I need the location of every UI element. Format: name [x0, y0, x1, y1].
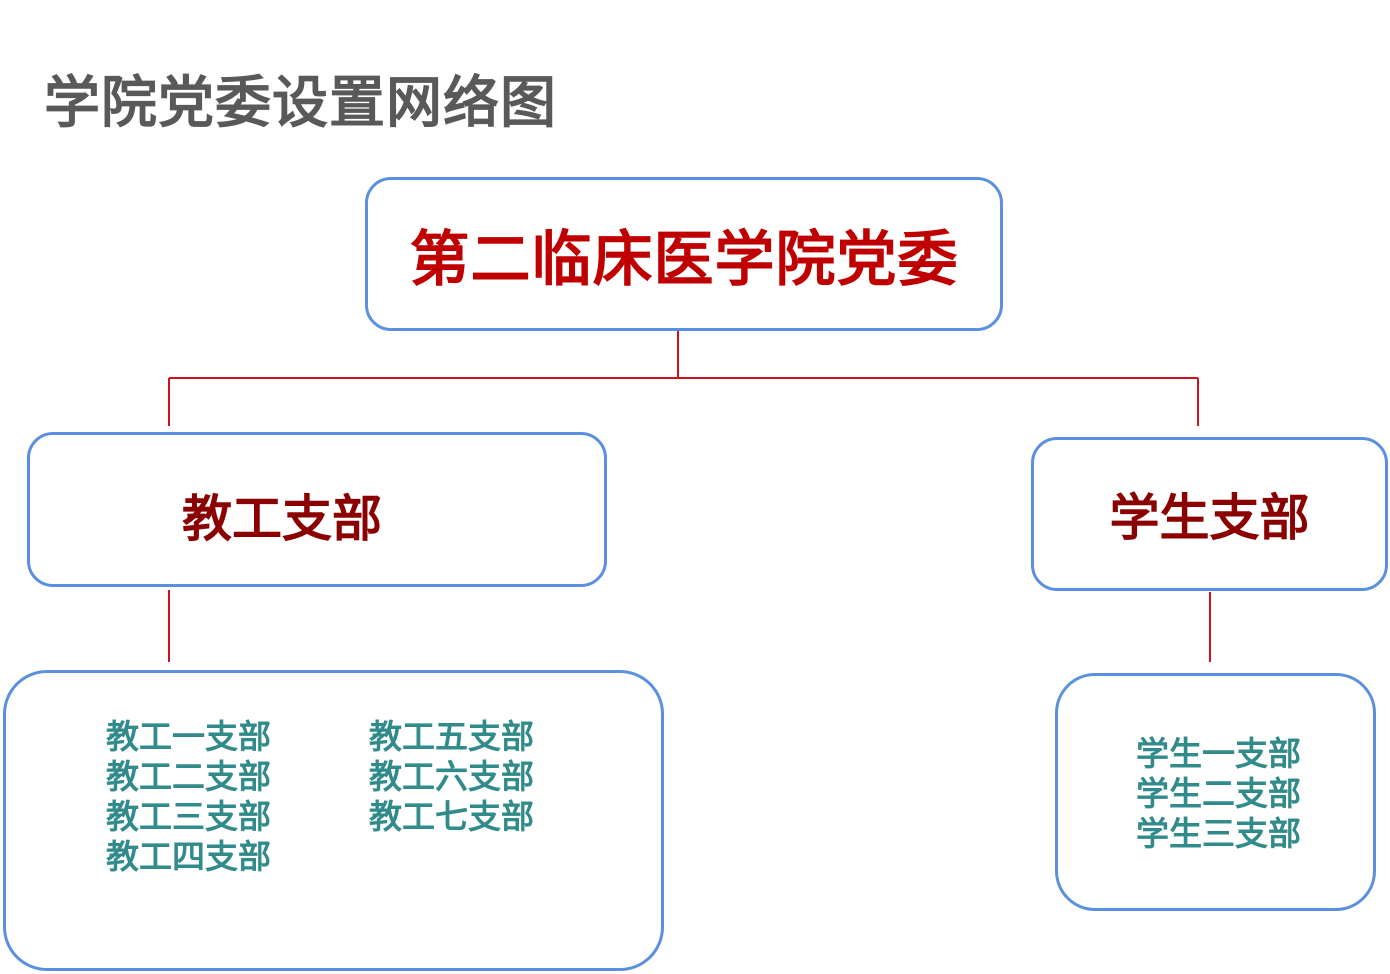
list-item: 教工七支部 — [369, 797, 534, 836]
staff-node-label: 教工支部 — [182, 490, 382, 548]
list-item: 学生二支部 — [1136, 774, 1301, 813]
staff-branches-box: 教工一支部 教工二支部 教工三支部 教工四支部 教工五支部 教工六支部 教工七支… — [3, 670, 664, 971]
list-item: 学生一支部 — [1136, 734, 1301, 773]
list-item: 教工四支部 — [106, 837, 271, 876]
list-item: 学生三支部 — [1136, 814, 1301, 853]
list-item: 教工六支部 — [369, 757, 534, 796]
page-title: 学院党委设置网络图 — [44, 71, 557, 136]
student-branches-box: 学生一支部 学生二支部 学生三支部 — [1055, 673, 1376, 911]
root-node-label: 第二临床医学院党委 — [409, 224, 959, 295]
student-node: 学生支部 — [1031, 437, 1388, 591]
staff-node: 教工支部 — [27, 432, 607, 587]
list-item: 教工三支部 — [106, 797, 271, 836]
root-node: 第二临床医学院党委 — [365, 177, 1003, 331]
staff-branch-list-right: 教工五支部 教工六支部 教工七支部 — [369, 717, 534, 837]
student-branch-list: 学生一支部 学生二支部 学生三支部 — [1136, 734, 1301, 854]
list-item: 教工五支部 — [369, 717, 534, 756]
student-node-label: 学生支部 — [1109, 489, 1310, 547]
list-item: 教工一支部 — [106, 717, 271, 756]
list-item: 教工二支部 — [106, 757, 271, 796]
staff-branch-list-left: 教工一支部 教工二支部 教工三支部 教工四支部 — [106, 717, 271, 877]
